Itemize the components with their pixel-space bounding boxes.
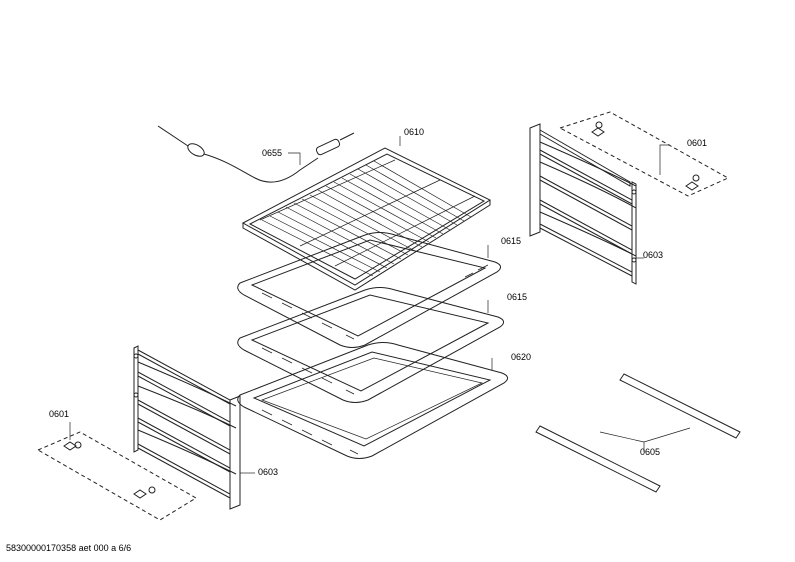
label-0601-right: 0601 [687, 138, 708, 148]
document-footer: 58300000170358 aet 000 a 6/6 [6, 543, 132, 553]
label-0605: 0605 [640, 447, 661, 457]
label-0615-upper: 0615 [501, 236, 522, 246]
label-0610: 0610 [404, 127, 425, 137]
baking-tray-upper [237, 232, 501, 348]
label-0601-left: 0601 [49, 409, 70, 419]
label-0655: 0655 [262, 148, 283, 158]
left-clip-group [36, 431, 197, 521]
label-0620: 0620 [511, 352, 532, 362]
meat-probe [157, 125, 355, 183]
left-shelf-support [133, 345, 241, 510]
leader-lines [69, 136, 691, 474]
right-clip-group [558, 111, 730, 197]
baking-tray-lower [237, 287, 504, 403]
wire-rack [241, 147, 492, 291]
label-0615-lower: 0615 [507, 292, 528, 302]
label-0603-left: 0603 [258, 467, 279, 477]
label-0603-right: 0603 [643, 250, 664, 260]
support-rods [535, 373, 741, 493]
right-shelf-support [529, 123, 637, 285]
deep-pan [237, 342, 508, 459]
